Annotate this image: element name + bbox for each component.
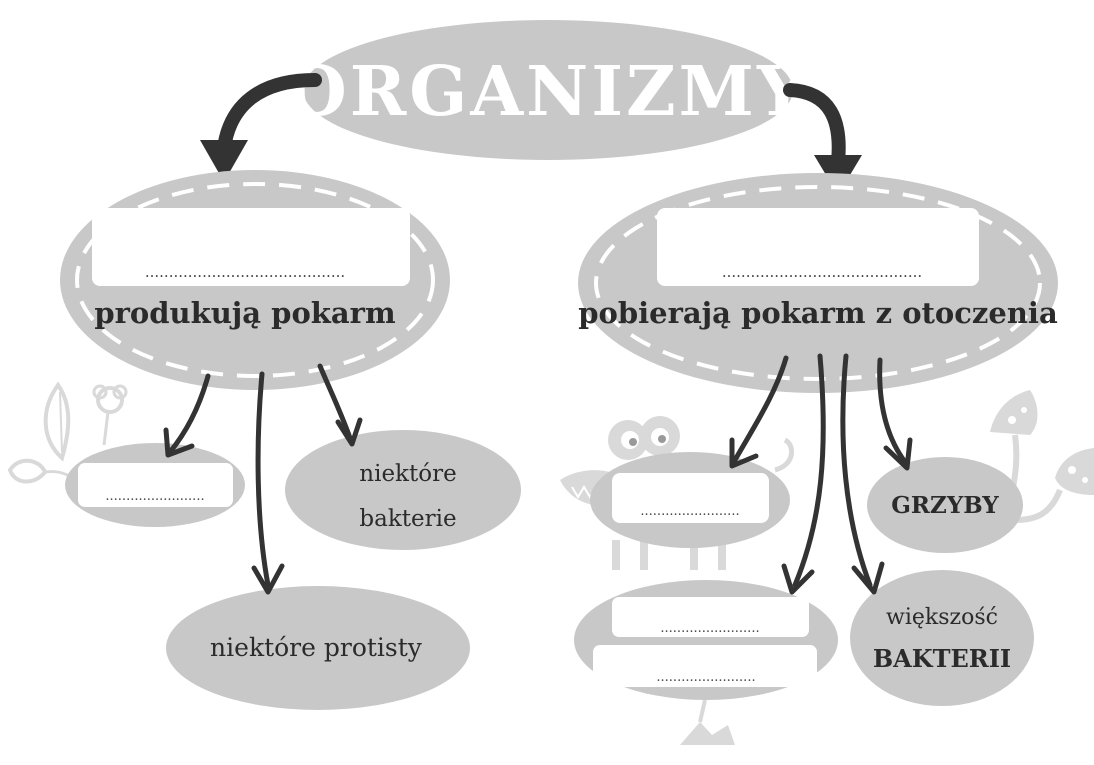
node-some-protists: niektóre protisty [166, 586, 470, 710]
left-blank-node-box[interactable] [78, 463, 233, 507]
decoration-shoe [680, 699, 735, 745]
title: ORGANIZMY [288, 52, 809, 132]
left-main-bubble: ........................................… [60, 170, 450, 390]
node-some-bacteria: niektóre bakterie [285, 430, 521, 550]
arrow-right-to-double-blank [792, 353, 826, 588]
arrowhead-right-to-double-blank [781, 563, 815, 595]
node-fungi: GRZYBY [867, 457, 1023, 553]
arrow-left-to-blank [167, 373, 211, 455]
arrowhead-left-to-bacteria [335, 417, 363, 447]
double-blank-box-2[interactable] [593, 645, 817, 687]
arrowhead-right-to-bacteria [851, 561, 885, 595]
title-bubble [303, 20, 793, 160]
arrowhead-right-to-fungi [883, 437, 913, 471]
right-answer-line: ........................................… [722, 263, 922, 281]
arrowhead-left-to-blank [163, 427, 195, 458]
most-bacteria-line1: większość [886, 605, 998, 630]
arrowhead-right-to-blank [729, 437, 759, 469]
most-bacteria-line2: BAKTERII [873, 644, 1011, 673]
some-bacteria-line1: niektóre [359, 461, 456, 487]
right-answer-box[interactable] [657, 208, 979, 286]
arrow-right-to-bacteria [840, 353, 873, 588]
right-main-bubble: ........................................… [578, 173, 1058, 393]
fungi-label: GRZYBY [891, 492, 999, 519]
arrow-left-to-protists [255, 371, 271, 588]
double-blank-line-1: ........................ [660, 621, 759, 636]
right-double-blank-node: ........................ ...............… [574, 580, 838, 700]
left-blank-node-line: ........................ [105, 489, 204, 504]
left-answer-line: ........................................… [145, 263, 345, 281]
arrow-right-to-blank [732, 355, 789, 463]
node-most-bacteria: większość BAKTERII [850, 570, 1034, 706]
right-branch-label: pobierają pokarm z otoczenia [578, 296, 1058, 330]
arrow-left-to-bacteria [317, 363, 353, 441]
arrowhead-left-to-protists [251, 563, 285, 595]
some-bacteria-line2: bakterie [359, 506, 456, 532]
arrow-right-to-fungi [877, 357, 908, 465]
decoration-plant-left [7, 381, 128, 484]
arrow-title-to-right [783, 83, 846, 169]
left-answer-box[interactable] [92, 208, 410, 286]
left-blank-node: ........................ [65, 443, 245, 527]
some-protists-label: niektóre protisty [210, 633, 423, 662]
right-blank-node-line: ........................ [640, 504, 739, 519]
arrowhead-left [200, 140, 248, 182]
right-blank-node: ........................ [590, 452, 790, 548]
double-blank-box-1[interactable] [612, 597, 809, 637]
right-blank-node-box[interactable] [612, 473, 769, 523]
left-branch-label: produkują pokarm [94, 296, 396, 330]
arrow-title-to-left [217, 73, 322, 155]
double-blank-line-2: ........................ [656, 670, 755, 685]
